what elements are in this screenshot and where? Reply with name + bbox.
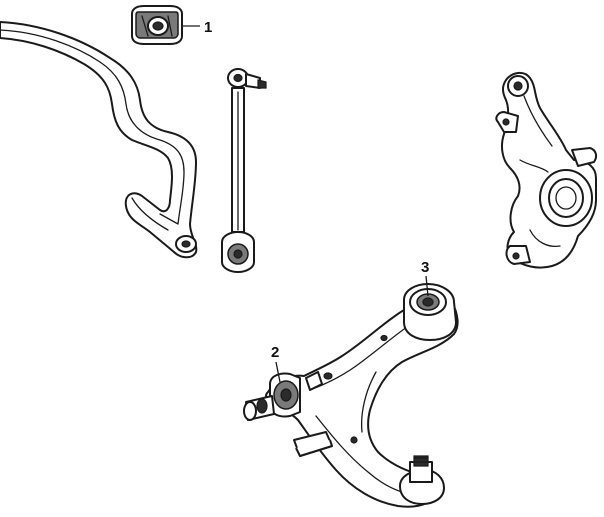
callout-2-label: 2 (271, 344, 279, 361)
rear-bushing (403, 283, 457, 341)
steering-knuckle (495, 72, 598, 269)
lower-control-arm (243, 283, 459, 508)
stabilizer-bushing (131, 5, 183, 45)
callout-1: 1 (182, 19, 212, 36)
front-bushing (269, 372, 301, 418)
callout-3-label: 3 (421, 259, 429, 276)
callout-3: 3 (421, 259, 429, 297)
callout-2: 2 (271, 344, 281, 383)
stabilizer-link (221, 68, 267, 273)
ball-joint (399, 455, 445, 505)
stabilizer-bar (0, 21, 198, 259)
pivot-bolt (243, 395, 275, 421)
callout-1-label: 1 (204, 19, 212, 36)
